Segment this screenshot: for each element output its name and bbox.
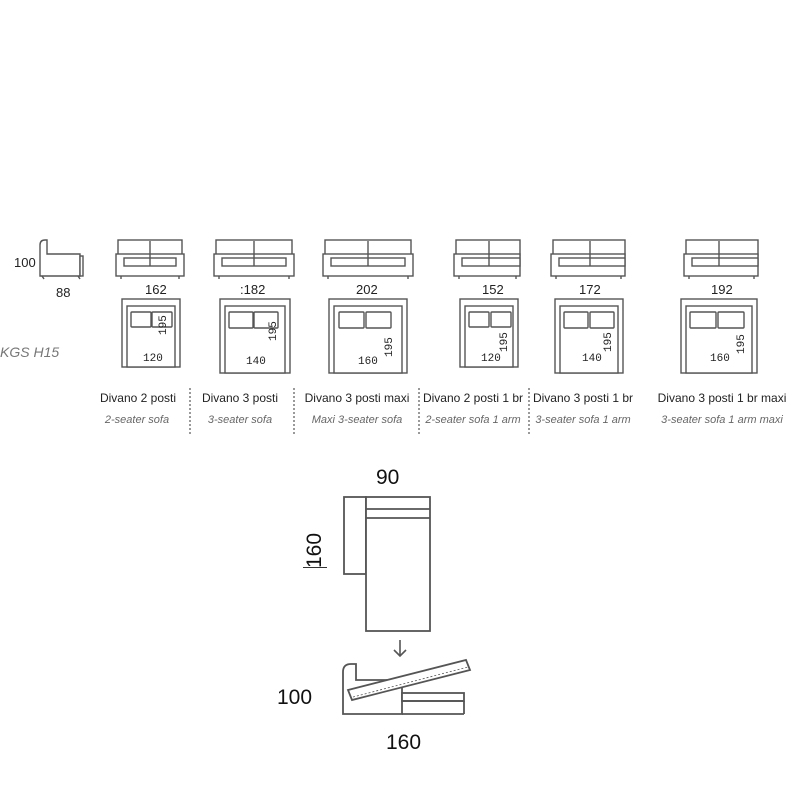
sofa-front-2-posti-1-br (453, 239, 521, 279)
model-subtitle: 2-seater sofa 1 arm (425, 414, 521, 426)
sofa-front-3-posti-maxi (322, 239, 414, 279)
separator (189, 388, 191, 434)
armchair-depth-label: 88 (56, 285, 71, 300)
chaise-side-view (342, 658, 472, 715)
model-name: Divano 3 posti 1 br (532, 391, 634, 405)
model-name: Divano 2 posti (99, 391, 177, 405)
model-width-label: 202 (356, 282, 378, 297)
dimension-tick (303, 567, 327, 568)
mattress-width-label: 140 (246, 356, 266, 368)
separator (293, 388, 295, 434)
model-subtitle: Maxi 3-seater sofa (311, 414, 403, 426)
mattress-length-label: 195 (499, 332, 511, 352)
model-width-label: 162 (145, 282, 167, 297)
series-label: KGS H15 (0, 344, 60, 360)
model-width-label: 192 (711, 282, 733, 297)
model-subtitle: 2-seater sofa (104, 414, 170, 426)
mattress-length-label: 195 (736, 334, 748, 354)
model-name: Divano 2 posti 1 br (422, 391, 524, 405)
bed-plan-3-posti-maxi (328, 298, 408, 374)
mattress-length-label: 195 (268, 321, 280, 341)
mattress-width-label: 120 (481, 353, 501, 365)
chaise-side-height-label: 100 (277, 686, 313, 709)
armchair-side-view (39, 239, 84, 280)
bed-plan-3-posti-1-br-maxi (680, 298, 758, 374)
model-subtitle: 3-seater sofa 1 arm maxi (661, 414, 783, 426)
armchair-height-label: 100 (14, 255, 36, 270)
model-width-label: 172 (579, 282, 601, 297)
model-name: Divano 3 posti maxi (304, 391, 410, 405)
mattress-length-label: 195 (158, 315, 170, 335)
model-subtitle: 3-seater sofa (207, 414, 273, 426)
chaise-width-label: 90 (376, 466, 400, 489)
bed-plan-3-posti (219, 298, 291, 374)
sofa-front-3-posti (213, 239, 295, 279)
model-name: Divano 3 posti (201, 391, 279, 405)
mattress-length-label: 195 (384, 337, 396, 357)
model-width-label: :182 (240, 282, 266, 297)
chaise-top-view (343, 496, 431, 632)
mattress-width-label: 160 (710, 353, 730, 365)
bed-plan-3-posti-1-br (554, 298, 624, 374)
chaise-side-length-label: 160 (386, 731, 422, 754)
chaise-length-label: 160 (303, 532, 326, 568)
sofa-front-3-posti-1-br-maxi (683, 239, 759, 279)
sofa-front-2-posti (115, 239, 185, 279)
model-width-label: 152 (482, 282, 504, 297)
model-name: Divano 3 posti 1 br maxi (657, 391, 787, 405)
separator (528, 388, 530, 434)
mattress-length-label: 195 (603, 332, 615, 352)
model-subtitle: 3-seater sofa 1 arm (535, 414, 631, 426)
bed-plan-2-posti-1-br (459, 298, 519, 368)
sofa-front-3-posti-1-br (550, 239, 626, 279)
mattress-width-label: 160 (358, 356, 378, 368)
mattress-width-label: 140 (582, 353, 602, 365)
bed-plan-2-posti (121, 298, 181, 368)
separator (418, 388, 420, 434)
mattress-width-label: 120 (143, 353, 163, 365)
